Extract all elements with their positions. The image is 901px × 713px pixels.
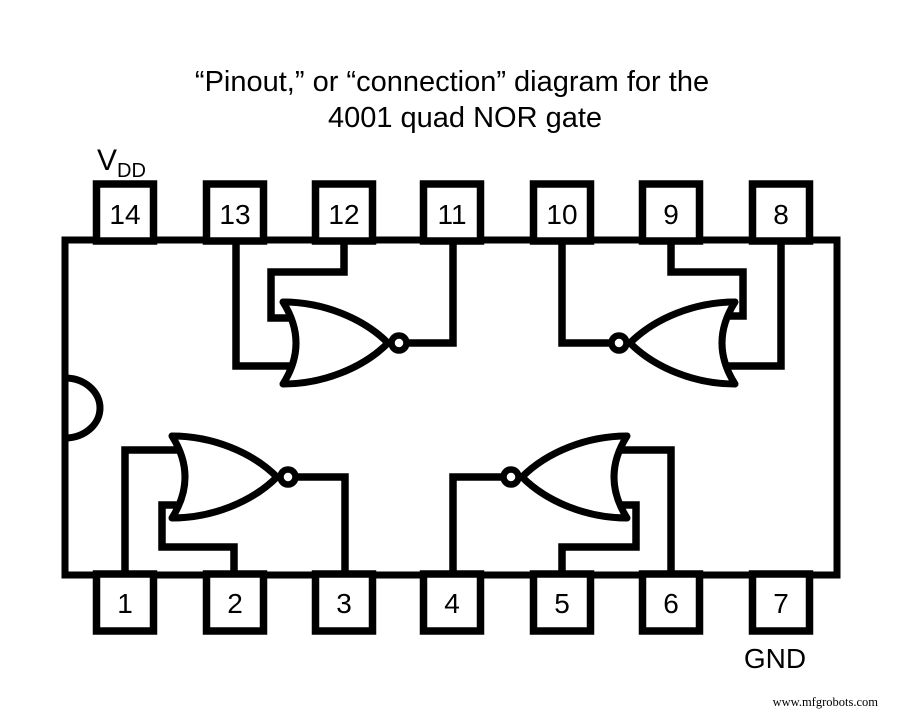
pin-13-number: 13 bbox=[219, 199, 250, 230]
wire-gate3-to-pin3 bbox=[297, 473, 349, 576]
pin-top-11: 11 bbox=[419, 180, 485, 245]
pin-bottom-4: 4 bbox=[419, 570, 485, 635]
pin-top-9: 9 bbox=[638, 180, 704, 245]
wire-pin8-to-gate2 bbox=[718, 238, 785, 370]
pin-top-8: 8 bbox=[748, 180, 814, 245]
pin-9-box bbox=[638, 180, 704, 245]
wire-gate1-to-pin11 bbox=[409, 238, 457, 347]
pin-top-10: 10 bbox=[529, 180, 595, 245]
nor-gate-4 bbox=[500, 432, 631, 522]
pin-11-number: 11 bbox=[437, 199, 466, 230]
pin-11-box bbox=[419, 180, 485, 245]
ic-notch bbox=[64, 374, 104, 442]
pin-8-box bbox=[748, 180, 814, 245]
pin-12-number: 12 bbox=[328, 199, 359, 230]
pin-bottom-5: 5 bbox=[529, 570, 595, 635]
pin-top-12: 12 bbox=[311, 180, 377, 245]
pin-bottom-1: 1 bbox=[92, 570, 158, 635]
pin-7-number: 7 bbox=[773, 588, 789, 619]
diagram-title-line1: “Pinout,” or “connection” diagram for th… bbox=[195, 66, 709, 98]
pin-bottom-2: 2 bbox=[202, 570, 268, 635]
pin-8-number: 8 bbox=[773, 199, 789, 230]
pin-10-number: 10 bbox=[546, 199, 577, 230]
pin-7-box bbox=[748, 570, 814, 635]
vdd-label-subscript: DD bbox=[117, 160, 146, 182]
pin-4-box bbox=[419, 570, 485, 635]
pin-top-13: 13 bbox=[202, 180, 268, 245]
pin-2-box bbox=[202, 570, 268, 635]
pin-10-box bbox=[529, 180, 595, 245]
wire-gate4-to-pin4 bbox=[449, 473, 502, 576]
pin-6-number: 6 bbox=[663, 588, 679, 619]
pin-5-box bbox=[529, 570, 595, 635]
nor-gate-1-body bbox=[279, 298, 392, 388]
nor-gate-3 bbox=[168, 432, 299, 522]
wire-pin12-to-gate1 bbox=[267, 238, 348, 322]
pin-14-box bbox=[92, 180, 158, 245]
wire-gate2-to-pin10 bbox=[558, 238, 609, 347]
pin-top-14: 14 bbox=[92, 180, 158, 245]
pin-1-box bbox=[92, 570, 158, 635]
wire-pin13-to-gate1 bbox=[232, 238, 300, 370]
wire-pin2-to-gate3 bbox=[158, 501, 238, 576]
pin-13-box bbox=[202, 180, 268, 245]
pin-12-box bbox=[311, 180, 377, 245]
nor-gate-3-inversion-bubble bbox=[277, 466, 299, 488]
pin-4-number: 4 bbox=[444, 588, 460, 619]
pin-2-number: 2 bbox=[227, 588, 243, 619]
wire-pin9-to-gate2 bbox=[667, 238, 747, 320]
nor-gate-2-inversion-bubble bbox=[608, 332, 630, 354]
nor-gate-2-body bbox=[626, 298, 739, 388]
diagram-title-line2: 4001 quad NOR gate bbox=[328, 102, 602, 134]
pin-3-number: 3 bbox=[336, 588, 352, 619]
vdd-label: VDD bbox=[97, 144, 146, 182]
nor-gate-3-body bbox=[168, 432, 281, 522]
pin-14-number: 14 bbox=[109, 199, 140, 230]
pin-3-box bbox=[311, 570, 377, 635]
nor-gate-1 bbox=[279, 298, 410, 388]
vdd-label-main: V bbox=[97, 144, 117, 177]
nor-gate-2 bbox=[608, 298, 739, 388]
watermark: www.mfgrobots.com bbox=[773, 695, 879, 709]
pin-5-number: 5 bbox=[554, 588, 570, 619]
pin-bottom-3: 3 bbox=[311, 570, 377, 635]
pin-1-number: 1 bbox=[117, 588, 133, 619]
wire-pin6-to-gate4 bbox=[610, 446, 675, 576]
wire-pin5-to-gate4 bbox=[558, 501, 640, 576]
pin-6-box bbox=[638, 570, 704, 635]
gnd-label: GND bbox=[744, 643, 806, 674]
pin-9-number: 9 bbox=[663, 199, 679, 230]
nor-gate-4-body bbox=[518, 432, 631, 522]
pin-bottom-6: 6 bbox=[638, 570, 704, 635]
wire-pin1-to-gate3 bbox=[121, 446, 195, 576]
nor-gate-1-inversion-bubble bbox=[388, 332, 410, 354]
pin-bottom-7: 7 bbox=[748, 570, 814, 635]
nor-gate-4-inversion-bubble bbox=[500, 466, 522, 488]
